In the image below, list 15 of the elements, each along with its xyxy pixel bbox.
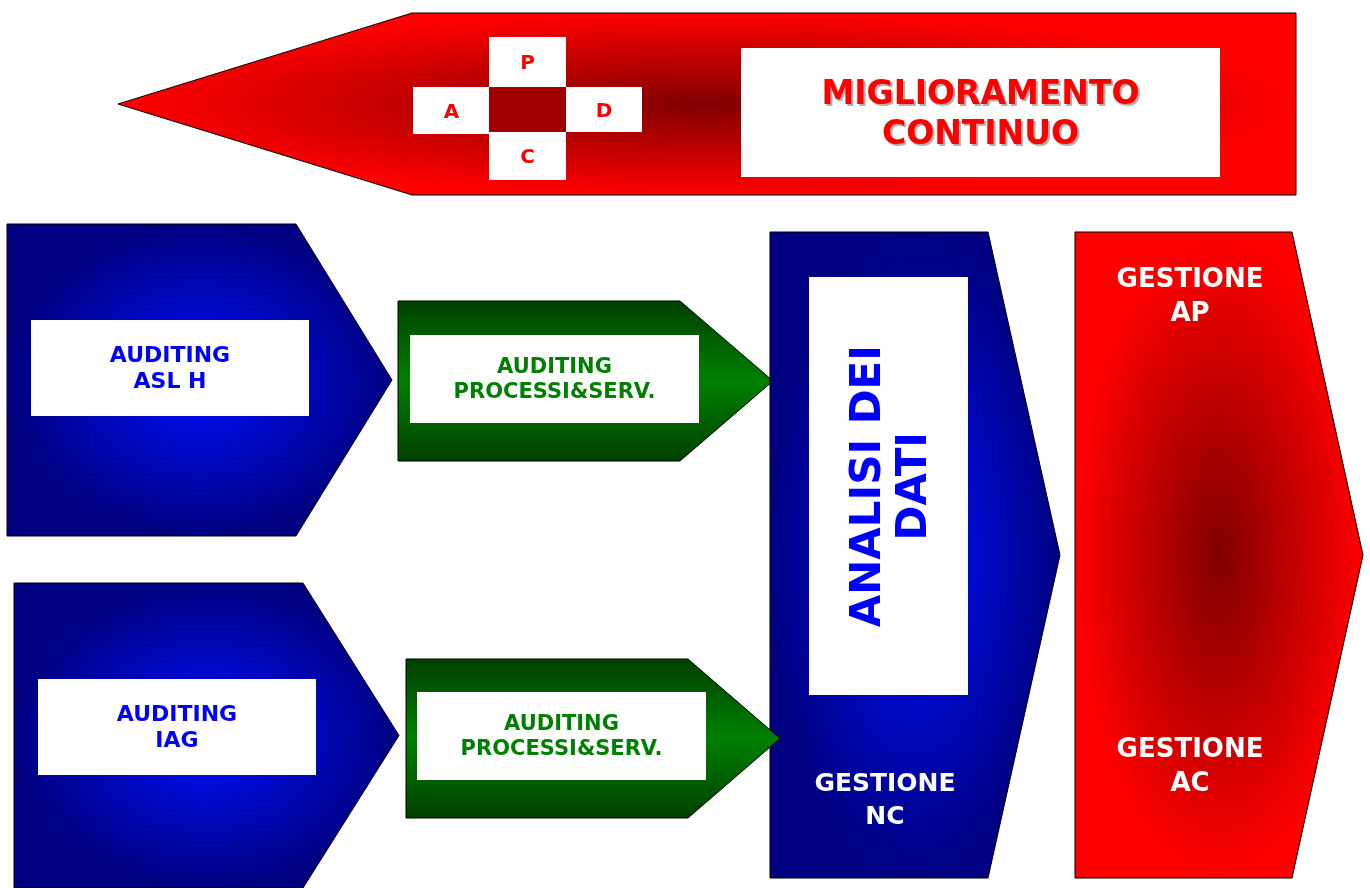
text-panel: AUDITING ASL H [31,320,309,416]
letter-tile: C [489,132,566,180]
shape-label: GESTIONE AC [1115,732,1265,799]
letter-tile: P [489,37,566,87]
shape-label: GESTIONE NC [813,767,957,832]
shape-label: GESTIONE AP [1115,262,1265,329]
text-panel: MIGLIORAMENTO CONTINUO [741,48,1220,177]
text-panel: AUDITING PROCESSI&SERV. [417,692,706,780]
letter-tile: D [566,87,642,132]
letter-tile: A [413,87,490,134]
vertical-title: ANALISI DEI DATI [842,343,935,630]
pdca-center-square [489,87,566,132]
text-panel: AUDITING PROCESSI&SERV. [410,335,699,423]
text-panel: AUDITING IAG [38,679,316,775]
text-panel [809,277,968,695]
